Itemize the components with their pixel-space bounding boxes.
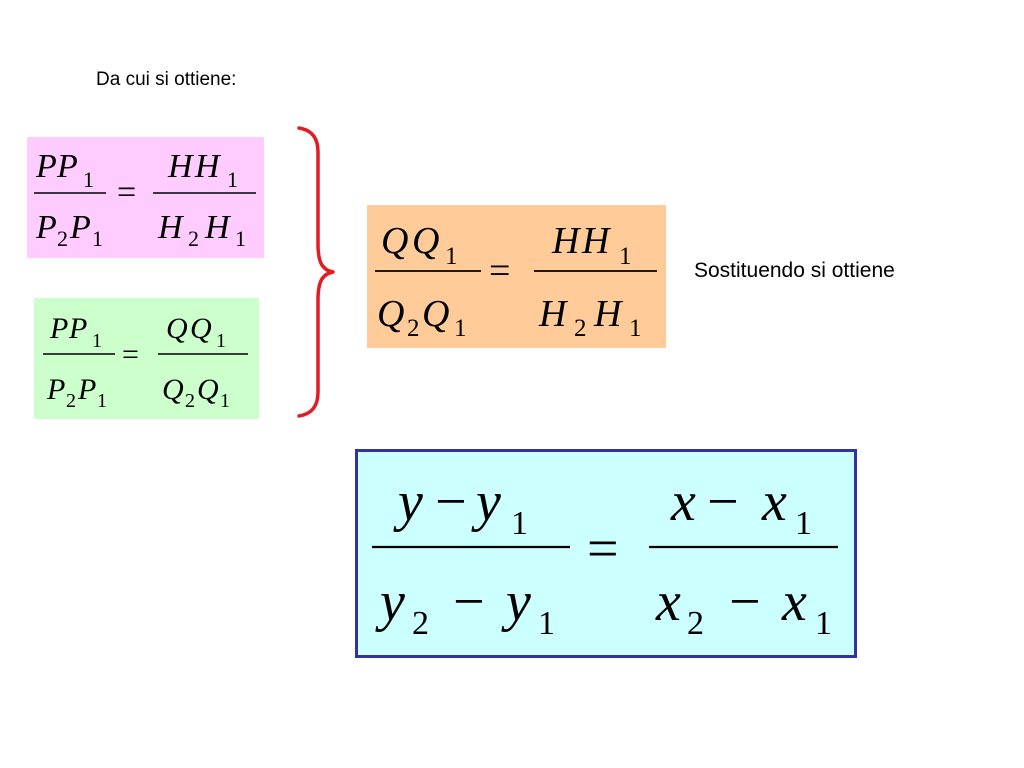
eq1-left-den-sub-1: 2 (57, 226, 68, 251)
equation-pp-qq: P P 1 P 2 P 1 = Q Q 1 Q 2 Q 1 (43, 312, 248, 412)
eq4-left-den-sub-1: 2 (412, 605, 429, 642)
eq2-equals: = (122, 338, 139, 371)
intro-text: Da cui si ottiene: (96, 69, 237, 90)
substitution-text: Sostituendo si ottiene (694, 259, 895, 282)
eq1-right-den-sub-2: 1 (235, 226, 246, 251)
eq4-left-den-sub-2: 1 (538, 605, 555, 642)
eq4-equals: = (587, 518, 619, 580)
eq3-right-den-sub-1: 2 (574, 315, 587, 342)
eq1-right-num-sub: 1 (227, 167, 238, 192)
eq1-left-den-1: P (35, 209, 57, 246)
eq3-left-den-1: Q (377, 293, 404, 335)
eq2-right-den-1: Q (162, 373, 184, 406)
eq1-right-num-2: H (194, 148, 222, 185)
eq2-left-den-2: P (77, 373, 96, 406)
eq3-left-num-2: Q (412, 220, 439, 262)
eq2-left-den-1: P (46, 373, 65, 406)
eq4-left-num-y1: y (471, 471, 501, 533)
eq4-right-num-x1: x (761, 471, 787, 533)
eq4-right-num-sub: 1 (795, 505, 812, 542)
eq1-left-den-2: P (69, 209, 91, 246)
eq2-left-den-sub-2: 1 (97, 390, 107, 412)
eq4-left-den-y1: y (501, 571, 531, 633)
eq2-right-den-sub-1: 2 (185, 390, 195, 412)
eq2-right-num-sub: 1 (216, 330, 226, 352)
eq4-left-den-y: y (375, 571, 405, 633)
eq2-right-den-sub-2: 1 (220, 390, 230, 412)
eq1-left-den-sub-2: 1 (92, 226, 103, 251)
eq4-right-den-minus: − (729, 571, 761, 633)
eq3-right-den-1: H (538, 293, 569, 335)
eq4-right-den-sub-2: 1 (815, 605, 832, 642)
eq2-left-num-2: P (68, 312, 87, 345)
eq1-left-num-1: P (35, 148, 57, 185)
eq3-left-num-sub: 1 (445, 243, 458, 270)
equation-box-line: y − y 1 y 2 − y 1 = x − x 1 x 2 − x 1 (355, 449, 857, 658)
eq2-right-num-2: Q (190, 312, 212, 345)
eq2-left-num-1: P (49, 312, 68, 345)
eq3-left-den-sub-2: 1 (454, 315, 467, 342)
eq3-right-den-sub-2: 1 (629, 315, 642, 342)
eq3-right-num-sub: 1 (619, 243, 632, 270)
eq4-left-num-minus: − (435, 471, 467, 533)
equation-box-pp-qq: P P 1 P 2 P 1 = Q Q 1 Q 2 Q 1 (34, 298, 259, 419)
eq1-left-num-2: P (56, 148, 78, 185)
equation-line-through-two-points: y − y 1 y 2 − y 1 = x − x 1 x 2 − x 1 (372, 471, 838, 642)
eq4-right-den-x1: x (781, 571, 807, 633)
eq4-left-num-y: y (393, 471, 423, 533)
eq3-equals: = (489, 250, 510, 292)
eq4-right-den-sub-1: 2 (687, 605, 704, 642)
eq1-equals: = (117, 174, 136, 211)
eq1-right-num-1: H (167, 148, 195, 185)
eq1-right-den-1: H (157, 209, 185, 246)
eq4-right-num-minus: − (707, 471, 739, 533)
eq4-left-den-minus: − (453, 571, 485, 633)
eq3-right-num-2: H (581, 220, 612, 262)
eq2-right-num-1: Q (166, 312, 188, 345)
eq2-left-den-sub-1: 2 (66, 390, 76, 412)
equation-box-pp-hh: P P 1 P 2 P 1 = H H 1 H 2 H 1 (27, 137, 264, 258)
eq3-left-num-1: Q (381, 220, 408, 262)
equation-box-qq-hh: Q Q 1 Q 2 Q 1 = H H 1 H 2 H 1 (367, 205, 666, 348)
eq3-left-den-2: Q (422, 293, 449, 335)
eq4-right-den-x: x (655, 571, 681, 633)
eq3-right-num-1: H (551, 220, 582, 262)
eq2-left-num-sub: 1 (92, 330, 102, 352)
eq1-right-den-sub-1: 2 (188, 226, 199, 251)
eq3-right-den-2: H (593, 293, 624, 335)
eq4-left-num-sub: 1 (511, 505, 528, 542)
eq4-right-num-x: x (670, 471, 696, 533)
eq3-left-den-sub-1: 2 (407, 315, 420, 342)
equation-pp-hh: P P 1 P 2 P 1 = H H 1 H 2 H 1 (34, 148, 256, 251)
equation-qq-hh: Q Q 1 Q 2 Q 1 = H H 1 H 2 H 1 (375, 220, 657, 342)
eq1-right-den-2: H (204, 209, 232, 246)
eq1-left-num-sub: 1 (83, 167, 94, 192)
eq2-right-den-2: Q (197, 373, 219, 406)
